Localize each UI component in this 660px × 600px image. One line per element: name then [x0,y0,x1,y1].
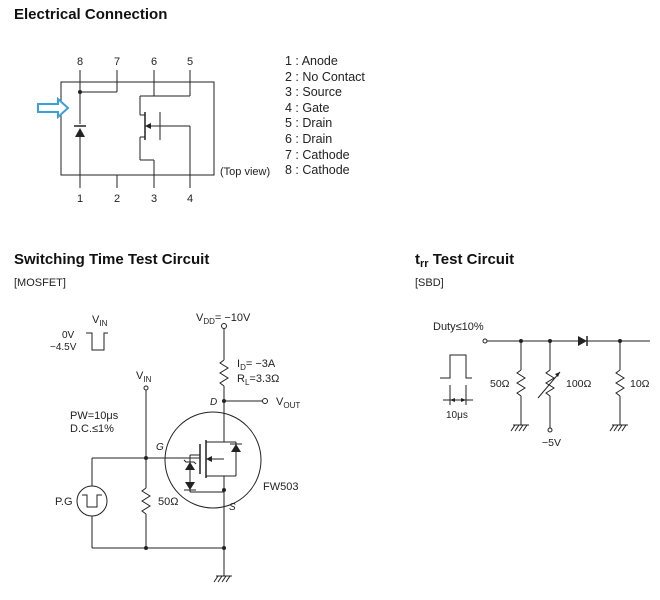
switching-time-title: Switching Time Test Circuit [14,251,210,268]
gate-label: G [156,442,164,453]
mosfet-subtitle: [MOSFET] [14,277,66,289]
electrical-connection-title: Electrical Connection [14,6,168,23]
level-0v: 0V [62,330,75,341]
package-outline [60,81,215,176]
pin-label-4: 4 [187,193,193,205]
pin-label-2: 2 [114,193,120,205]
pin-label-5: 5 [187,56,193,68]
body-diode-icon [231,444,241,452]
ground-icon [510,424,529,432]
vin-pulse-label: VIN [92,314,108,328]
sbd-subtitle: [SBD] [415,277,444,289]
top-view-label: (Top view) [220,166,270,178]
ground-icon [609,424,628,432]
trr-title-sub: rr [420,258,429,270]
rl-label: RL=3.3Ω [237,373,279,387]
id-label: ID= −3A [237,358,276,372]
drain-label: D [210,397,217,408]
mosfet-symbol [164,411,262,509]
vin-label: VIN [136,370,152,384]
gate-resistor [141,487,151,515]
duty-label: Duty≤10% [433,321,484,333]
vin-pulse-waveform [86,332,108,351]
pin-label-7: 7 [114,56,120,68]
pin-item-6: 6 : Drain [285,131,333,146]
source-label: S [229,502,236,513]
pin-list: 1 : Anode 2 : No Contact 3 : Source 4 : … [285,54,365,179]
level-neg-4-5v: −4.5V [50,342,77,353]
sbd-diode-icon [578,336,587,346]
pw-label: PW=10μs [70,410,119,422]
trr-r100-label: 100Ω [566,378,592,390]
trr-resistor-100 [545,369,555,397]
trr-title-t: t [415,251,420,268]
pg-label: P.G [55,496,73,508]
pin-label-1: 1 [77,193,83,205]
pin-label-6: 6 [151,56,157,68]
trr-circuit: Duty≤10% 10μs 50Ω [433,321,650,449]
diode-icon [75,128,85,137]
trr-pulse-waveform [440,354,472,379]
pin1-indicator-arrow-icon [37,96,70,120]
trr-resistor-10 [615,369,625,397]
pulse-width-label: 10μs [446,410,468,421]
pin-item-4: 4 : Gate [285,100,330,115]
pulse-generator [76,485,108,517]
pin-label-3: 3 [151,193,157,205]
pin-item-8: 8 : Cathode [285,163,350,178]
pin-item-1: 1 : Anode [285,54,338,68]
device-label: FW503 [263,481,298,493]
pin-item-2: 2 : No Contact [285,69,365,84]
trr-resistor-50 [516,369,526,397]
zener-diode-icon [185,462,195,470]
switching-circuit: VIN 0V −4.5V VDD= −10V ID= −3A RL=3.3Ω D… [50,312,300,583]
trr-title: trr Test Circuit [415,251,514,270]
pin-item-7: 7 : Cathode [285,147,350,162]
trr-title-rest: Test Circuit [428,251,515,268]
pin-item-5: 5 : Drain [285,116,333,131]
trr-neg5v-label: −5V [542,437,561,449]
trr-r50-label: 50Ω [490,378,510,390]
pin-label-8: 8 [77,56,83,68]
dc-label: D.C.≤1% [70,423,114,435]
trr-r10-label: 10Ω [630,378,650,390]
pin-item-3: 3 : Source [285,85,342,100]
gate-resistor-value: 50Ω [158,496,178,508]
vout-label: VOUT [276,396,300,410]
load-resistor [219,359,229,387]
ground-icon [213,575,232,583]
vdd-label: VDD= −10V [196,312,251,326]
package-diagram: 8 7 6 5 1 2 3 4 [37,56,270,205]
